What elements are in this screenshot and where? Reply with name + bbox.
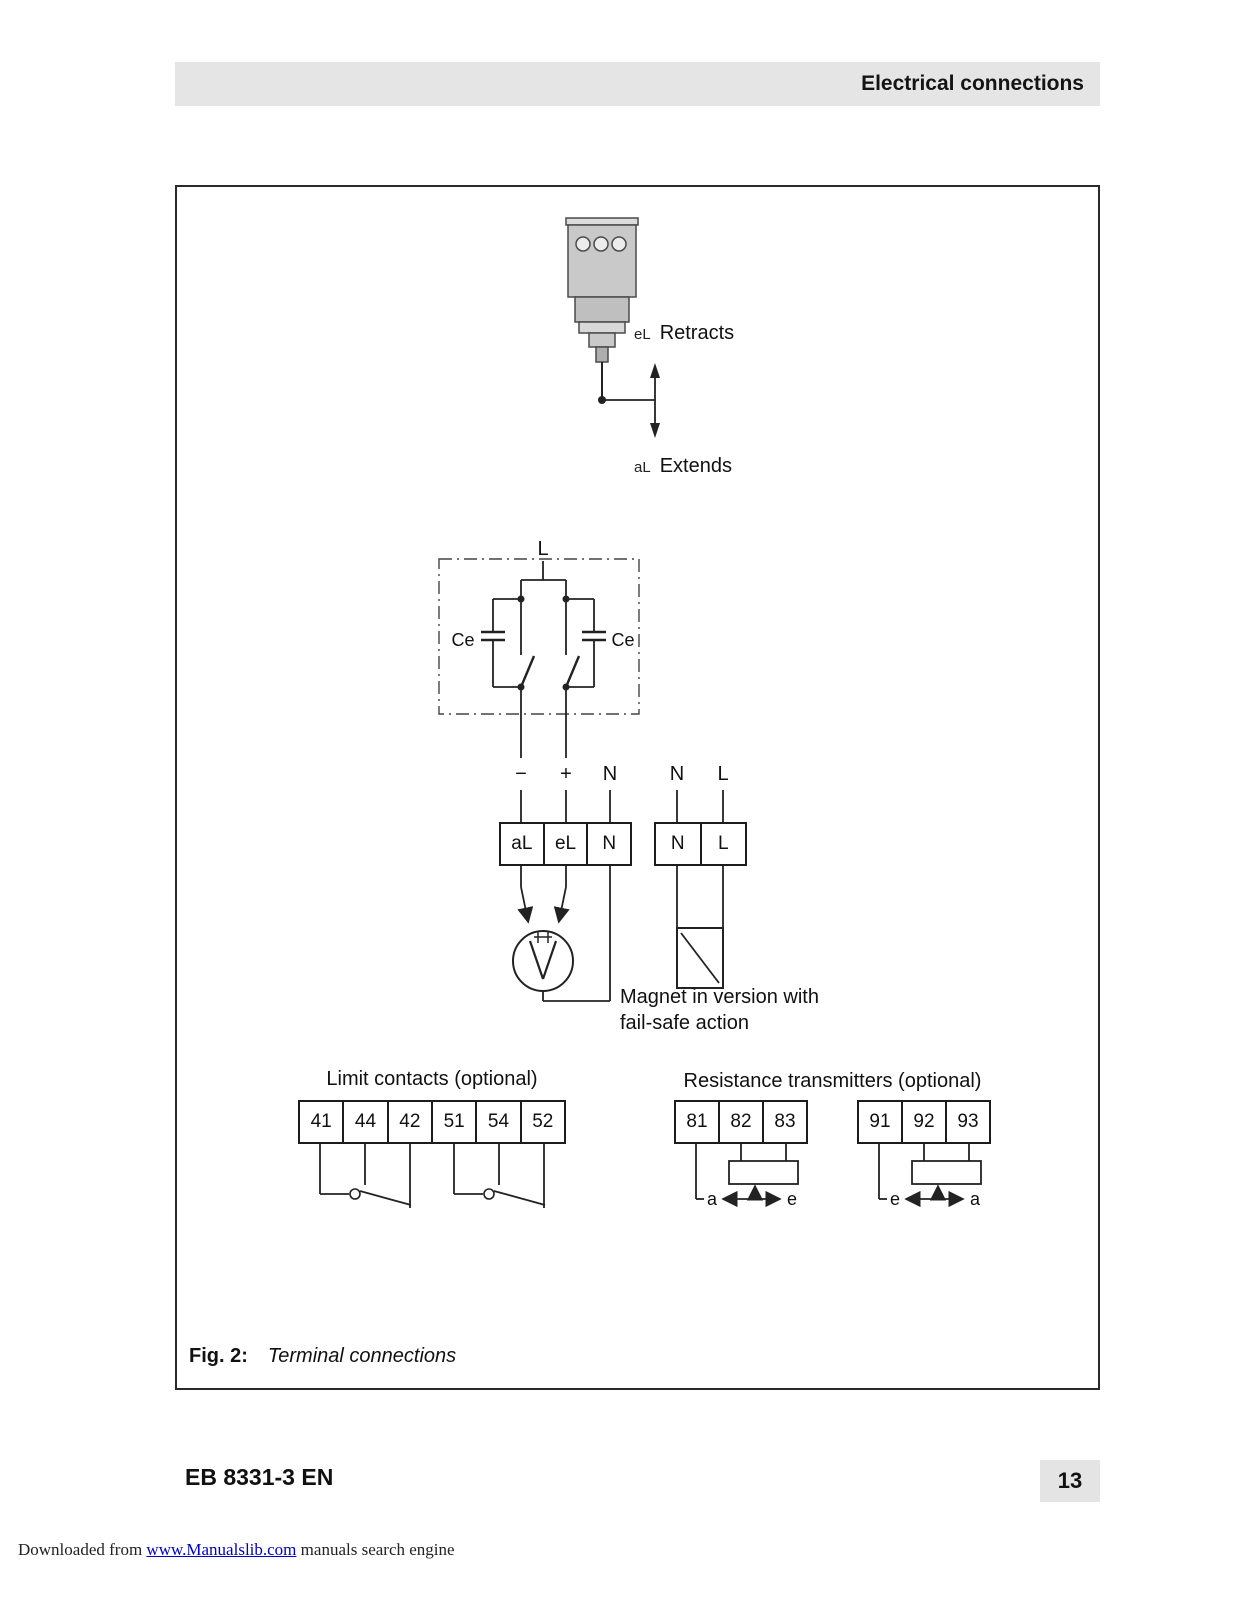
terminal-cell: 81	[686, 1111, 708, 1132]
magnet-note: Magnet in version with fail-safe action	[620, 984, 900, 1036]
watermark-prefix: Downloaded from	[18, 1540, 147, 1559]
supply-l-label: L	[717, 763, 728, 785]
actuator-drawing	[565, 217, 639, 404]
extends-label: aL Extends	[634, 455, 732, 478]
magnet-note-line2: fail-safe action	[620, 1012, 749, 1034]
watermark-suffix: manuals search engine	[296, 1540, 455, 1559]
resistance-transmitters-title: Resistance transmitters (optional)	[683, 1070, 982, 1092]
terminal-cell: 41	[310, 1111, 332, 1132]
pot2-a-label: a	[970, 1189, 981, 1209]
terminal-cell: N	[670, 833, 685, 854]
figure-caption-label: Fig. 2:	[189, 1345, 248, 1367]
terminal-cell: 82	[718, 1102, 762, 1142]
manualslib-link[interactable]: www.Manualslib.com	[146, 1540, 297, 1559]
figure-caption: Fig. 2: Terminal connections	[189, 1345, 456, 1368]
terminal-cell: eL	[542, 824, 587, 864]
pot2-e-label: e	[890, 1189, 900, 1209]
neutral-label: N	[603, 763, 617, 785]
terminal-cell: 92	[901, 1102, 945, 1142]
terminal-cell: 42	[386, 1102, 431, 1142]
limit-switch-symbols	[319, 1144, 546, 1208]
supply-n-label: N	[670, 763, 684, 785]
page-number: 13	[1040, 1460, 1100, 1502]
limit-contacts-title: Limit contacts (optional)	[326, 1068, 538, 1090]
terminal-block-resistance-1: 81 82 83	[674, 1100, 808, 1144]
document-number: EB 8331-3 EN	[185, 1464, 334, 1490]
retracts-text: Retracts	[659, 322, 735, 344]
terminal-cell: 44	[342, 1102, 386, 1142]
extends-text: Extends	[659, 455, 732, 477]
terminal-cell: 83	[762, 1102, 806, 1142]
figure-terminal-connections: L Ce Ce − + N N L a e e a eL Retracts aL…	[175, 185, 1100, 1390]
magnet-symbol	[676, 866, 724, 989]
cap-right-label: Ce	[611, 630, 634, 650]
retracts-label: eL Retracts	[634, 322, 734, 345]
motor-symbol	[512, 866, 611, 1002]
terminal-cell: 93	[945, 1102, 989, 1142]
motor-circuit-wires	[438, 558, 724, 823]
terminal-cell: 91	[869, 1111, 891, 1132]
terminal-cell: 54	[475, 1102, 519, 1142]
magnet-note-line1: Magnet in version with	[620, 986, 819, 1008]
plus-label: +	[560, 763, 572, 785]
page-title: Electrical connections	[861, 72, 1084, 95]
header-bar: Electrical connections	[175, 62, 1100, 106]
potentiometer-symbols	[695, 1144, 982, 1208]
al-key-label: aL	[634, 459, 651, 476]
terminal-cell: 51	[430, 1102, 475, 1142]
pot1-a-label: a	[707, 1189, 718, 1209]
phase-l-label: L	[537, 538, 548, 560]
pot1-e-label: e	[787, 1189, 797, 1209]
stroke-indicator	[602, 363, 660, 438]
terminal-diagram: L Ce Ce − + N N L a e e a	[319, 217, 982, 1209]
terminal-block-resistance-2: 91 92 93	[857, 1100, 991, 1144]
terminal-cell: aL	[511, 833, 533, 854]
diagram-labels: L Ce Ce − + N N L a e e a	[451, 538, 981, 1209]
figure-caption-text: Terminal connections	[267, 1345, 457, 1367]
terminal-block-motor: aL eL N	[499, 822, 632, 866]
cap-left-label: Ce	[451, 630, 474, 650]
terminal-cell: L	[699, 824, 746, 864]
terminal-block-limit-contacts: 41 44 42 51 54 52	[298, 1100, 566, 1144]
watermark-line: Downloaded from www.Manualslib.com manua…	[18, 1540, 455, 1560]
terminal-cell: N	[586, 824, 630, 864]
terminal-block-supply: N L	[654, 822, 747, 866]
terminal-cell: 52	[519, 1102, 564, 1142]
el-key-label: eL	[634, 326, 651, 343]
minus-label: −	[515, 763, 527, 785]
